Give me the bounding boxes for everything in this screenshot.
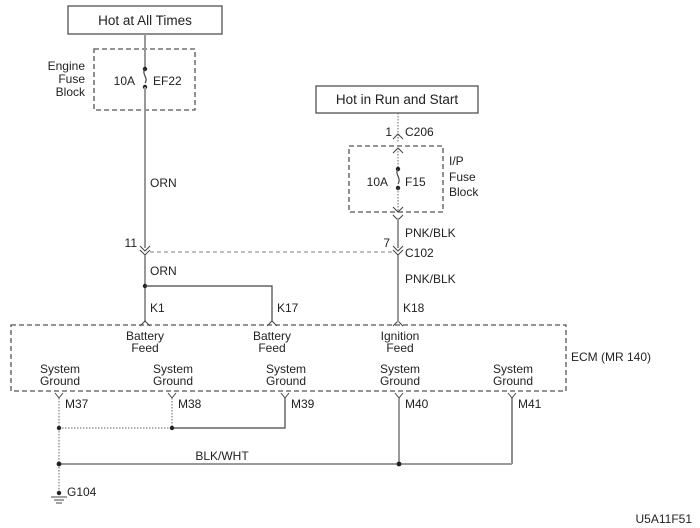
ecm-k1-func-2: Feed — [131, 341, 158, 355]
pin-m37: M37 — [65, 397, 89, 411]
pin-m41: M41 — [518, 397, 542, 411]
hot-in-run-and-start-label: Hot in Run and Start — [315, 85, 479, 114]
ecm-m39-func-1: System — [266, 362, 306, 376]
splice-node-m38 — [169, 425, 175, 431]
ip-fuse-block-label-3: Block — [449, 185, 479, 199]
ecm-m41-func-2: Ground — [493, 374, 533, 388]
m39-ground-wire — [172, 398, 286, 429]
k17-connector-icon — [266, 320, 278, 327]
engine-fuse-block-label-2: Fuse — [58, 72, 85, 86]
pin-m38: M38 — [178, 397, 202, 411]
ecm-m40-func-1: System — [380, 362, 420, 376]
m40-connector-icon — [394, 392, 404, 399]
engine-fuse-block-label-3: Block — [56, 85, 86, 99]
ecm-k18-func-2: Feed — [386, 341, 413, 355]
f15-fuse-id: F15 — [405, 175, 426, 189]
pnk-blk-upper-label: PNK/BLK — [405, 226, 456, 240]
pin-k17: K17 — [277, 301, 299, 315]
f15-rating: 10A — [367, 175, 388, 189]
fuse-f15-icon — [396, 168, 400, 185]
blk-wht-label: BLK/WHT — [195, 449, 249, 463]
ecm-m38-func-2: Ground — [153, 374, 193, 388]
ecm-label: ECM (MR 140) — [571, 350, 651, 364]
splice-node-m40 — [396, 461, 402, 467]
c206-pin-1: 1 — [385, 125, 392, 139]
ecm-k1-func-1: Battery — [126, 329, 164, 343]
c102-connector-id: C102 — [405, 246, 434, 260]
pin-k18: K18 — [403, 301, 425, 315]
ecm-m37-func-1: System — [40, 362, 80, 376]
ground-icon — [51, 490, 67, 504]
engine-fuse-block-label-1: Engine — [48, 59, 86, 73]
orn-lower-label: ORN — [150, 264, 177, 278]
c206-connector-id: C206 — [405, 125, 434, 139]
ecm-m40-func-2: Ground — [380, 374, 420, 388]
ecm-k17-func-1: Battery — [253, 329, 291, 343]
ground-g104-label: G104 — [67, 485, 97, 499]
pin-m39: M39 — [291, 397, 315, 411]
pin-k1: K1 — [150, 301, 165, 315]
m41-connector-icon — [507, 392, 517, 399]
ip-fuse-bottom-connector-icon — [392, 206, 404, 213]
splice-node-g104 — [56, 461, 62, 467]
orn-upper-label: ORN — [150, 176, 177, 190]
c102-pin-11: 11 — [125, 236, 138, 250]
splice-node-m37 — [56, 425, 62, 431]
engine-fuse-block: Engine Fuse Block 10A EF22 — [48, 48, 196, 111]
m38-connector-icon — [167, 392, 177, 399]
hot-at-all-times-text: Hot at All Times — [98, 13, 192, 28]
ecm-m37-func-2: Ground — [40, 374, 80, 388]
ecm-m39-func-2: Ground — [266, 374, 306, 388]
c206-connector-icon — [392, 133, 404, 140]
hot-in-run-and-start-text: Hot in Run and Start — [336, 92, 459, 107]
pnk-blk-lower-label: PNK/BLK — [405, 272, 456, 286]
ef22-rating: 10A — [114, 74, 135, 88]
ip-fuse-block-label-2: Fuse — [449, 170, 476, 184]
hot-at-all-times-label: Hot at All Times — [67, 5, 223, 35]
ip-fuse-block-label-1: I/P — [449, 154, 464, 168]
k17-branch-wire — [145, 285, 273, 322]
m37-connector-icon — [54, 392, 64, 399]
c102-pin-7: 7 — [383, 236, 390, 250]
ecm-k17-func-2: Feed — [258, 341, 285, 355]
pin-m40: M40 — [405, 397, 429, 411]
ef22-fuse-id: EF22 — [153, 74, 182, 88]
ecm-k18-func-1: Ignition — [381, 329, 420, 343]
k1-connector-icon — [139, 320, 151, 327]
ecm-m41-func-1: System — [493, 362, 533, 376]
m39-connector-icon — [280, 392, 290, 399]
fuse-ef22-icon — [142, 66, 148, 90]
ecm-m38-func-1: System — [153, 362, 193, 376]
figure-id: U5A11F51 — [636, 512, 693, 526]
ecm-box: ECM (MR 140) Battery Feed Battery Feed I… — [10, 324, 651, 392]
ip-fuse-block: 10A F15 I/P Fuse Block — [348, 145, 479, 213]
